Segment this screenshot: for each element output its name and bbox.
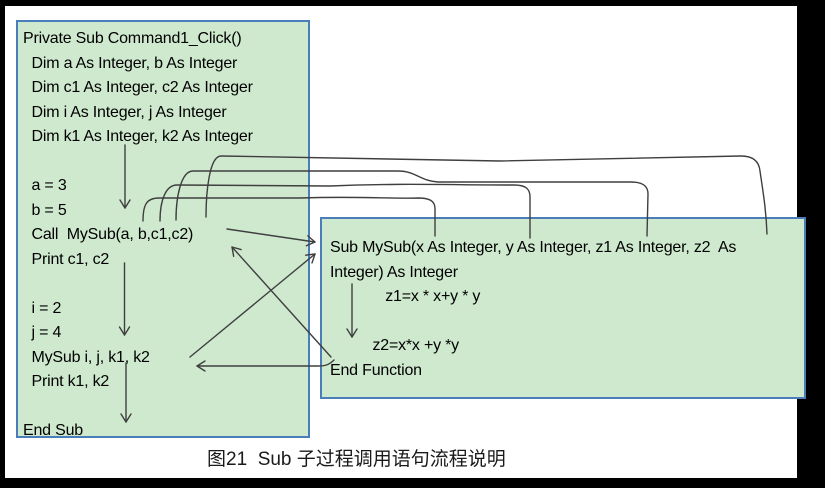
caller-code-box: Private Sub Command1_Click() Dim a As In… <box>16 20 310 438</box>
code-line: Print k1, k2 <box>23 373 110 390</box>
code-line <box>23 150 306 175</box>
code-line: j = 4 <box>23 324 62 341</box>
code-line: a = 3 <box>23 177 67 194</box>
code-line: End Sub <box>23 422 83 438</box>
code-line: End Function <box>330 361 422 379</box>
code-line: Dim i As Integer, j As Integer <box>23 103 227 121</box>
code-line: MySub i, j, k1, k2 <box>23 348 150 366</box>
callee-code-box: Sub MySub(x As Integer, y As Integer, z1… <box>320 217 806 399</box>
code-line: Dim k1 As Integer, k2 As Integer <box>23 128 253 145</box>
code-line: z1=x * x+y * y <box>330 288 481 305</box>
code-line: Dim a As Integer, b As Integer <box>23 54 238 72</box>
code-line: Dim c1 As Integer, c2 As Integer <box>23 79 253 96</box>
figure-canvas: Private Sub Command1_Click() Dim a As In… <box>5 6 806 478</box>
code-line: Sub MySub(x As Integer, y As Integer, z1… <box>330 239 737 256</box>
code-line <box>330 310 802 335</box>
code-line: Print c1, c2 <box>23 250 110 268</box>
code-line: z2=x*x +y *y <box>330 337 459 354</box>
code-line: b = 5 <box>23 201 67 219</box>
code-line: Call MySub(a, b,c1,c2) <box>23 226 194 243</box>
code-line <box>23 395 306 420</box>
code-line <box>23 272 306 297</box>
figure-caption: 图21 Sub 子过程调用语句流程说明 <box>207 449 506 470</box>
code-line: Integer) As Integer <box>330 263 458 281</box>
code-line: i = 2 <box>23 299 62 317</box>
code-line: Private Sub Command1_Click() <box>23 30 242 47</box>
